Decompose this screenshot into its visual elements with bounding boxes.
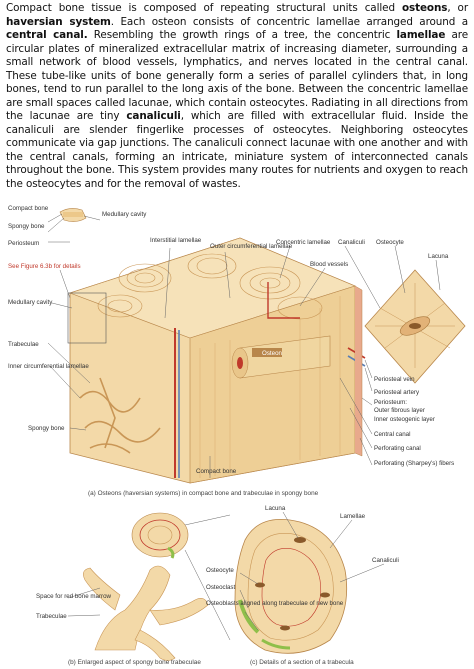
label-periosteal-vein: Periosteal vein bbox=[374, 376, 415, 383]
label-interstitial: Interstitial lamellae bbox=[150, 237, 202, 244]
caption-b: (b) Enlarged aspect of spongy bone trabe… bbox=[68, 659, 201, 666]
term-canaliculi: canaliculi bbox=[126, 110, 181, 122]
label-osteocyte: Osteocyte bbox=[376, 239, 404, 246]
label-see-figure[interactable]: See Figure 6.3b for details bbox=[8, 263, 81, 270]
long-bone-thumbnail bbox=[59, 208, 87, 222]
label-space-red-marrow: Space for red bone marrow bbox=[36, 593, 112, 600]
bone-block bbox=[69, 237, 366, 484]
text-run: Compact bone tissue is composed of repea… bbox=[6, 2, 402, 14]
label-trabeculae-b: Trabeculae bbox=[36, 613, 67, 620]
label-blood-vessels: Blood vessels bbox=[310, 261, 348, 268]
osteon-cylinder bbox=[231, 335, 331, 379]
label-concentric-lamellae: Concentric lamellae bbox=[276, 239, 331, 246]
label-lacuna: Lacuna bbox=[428, 253, 449, 260]
figure-bc-illustration: Space for red bone marrow Trabeculae Lac… bbox=[36, 505, 399, 666]
label-perforating-fibers: Perforating (Sharpey's) fibers bbox=[374, 460, 454, 467]
figure-bc: Space for red bone marrow Trabeculae Lac… bbox=[0, 500, 474, 669]
text-run: , or bbox=[447, 2, 468, 14]
text-run: are circular plates of mineralized extra… bbox=[6, 29, 468, 122]
label-canaliculi: Canaliculi bbox=[338, 239, 365, 246]
label-outer-fibrous: Outer fibrous layer bbox=[374, 407, 425, 414]
label-osteoclast-c: Osteoclast bbox=[206, 584, 236, 591]
caption-a: (a) Osteons (haversian systems) in compa… bbox=[88, 490, 319, 497]
trabecula-section bbox=[234, 519, 348, 654]
term-central-canal: central canal. bbox=[6, 29, 88, 41]
text-run: , which are filled with extracellular fl… bbox=[6, 110, 468, 190]
label-central-canal: Central canal bbox=[374, 431, 410, 438]
label-osteocyte-c: Osteocyte bbox=[206, 567, 234, 574]
label-periosteum: Periosteum bbox=[8, 240, 39, 247]
label-inner-osteogenic: Inner osteogenic layer bbox=[374, 416, 435, 423]
trabecula-oval bbox=[131, 512, 189, 559]
label-spongy-bone: Spongy bone bbox=[28, 425, 65, 432]
detail-box bbox=[67, 292, 107, 344]
label-lacuna-c: Lacuna bbox=[265, 505, 286, 512]
caption-c: (c) Details of a section of a trabecula bbox=[250, 659, 354, 666]
label-lamellae-c: Lamellae bbox=[340, 513, 366, 520]
label-osteoblasts-c: Osteoblasts aligned along trabeculae of … bbox=[206, 600, 344, 607]
text-run: Resembling the growth rings of a tree, t… bbox=[87, 29, 397, 41]
label-periosteal-artery: Periosteal artery bbox=[374, 389, 420, 396]
label-inner-circumferential: Inner circumferential lamellae bbox=[8, 363, 89, 370]
label-compact-bone: Compact bone bbox=[8, 205, 49, 212]
label-perforating-canal: Perforating canal bbox=[374, 445, 421, 452]
spongy-region bbox=[79, 377, 161, 454]
label-osteon: Osteon bbox=[262, 350, 283, 357]
label-medullary-cavity: Medullary cavity bbox=[8, 299, 53, 306]
label-compact-bone-bottom: Compact bone bbox=[196, 468, 237, 475]
label-canaliculi-c: Canaliculi bbox=[372, 557, 399, 564]
label-medullary-cavity-top: Medullary cavity bbox=[102, 211, 147, 218]
label-outer-circumferential: Outer circumferential lamellae bbox=[210, 243, 293, 250]
trabeculae-drawing bbox=[83, 565, 209, 661]
label-spongy-bone-top: Spongy bone bbox=[8, 223, 45, 230]
text-run: . Each osteon consists of concentric lam… bbox=[110, 15, 468, 28]
osteocyte-inset bbox=[364, 269, 466, 384]
term-osteons: osteons bbox=[401, 2, 448, 14]
label-periosteum-r: Periosteum: bbox=[374, 399, 407, 406]
label-trabeculae: Trabeculae bbox=[8, 341, 39, 348]
term-lamellae: lamellae bbox=[396, 29, 446, 41]
figure-a-illustration: Compact bone Spongy bone Medullary cavit… bbox=[8, 205, 466, 497]
term-haversian-system: haversian system bbox=[6, 15, 111, 28]
figure-a: Compact bone Spongy bone Medullary cavit… bbox=[0, 198, 474, 500]
body-paragraph: Compact bone tissue is composed of repea… bbox=[6, 2, 468, 191]
